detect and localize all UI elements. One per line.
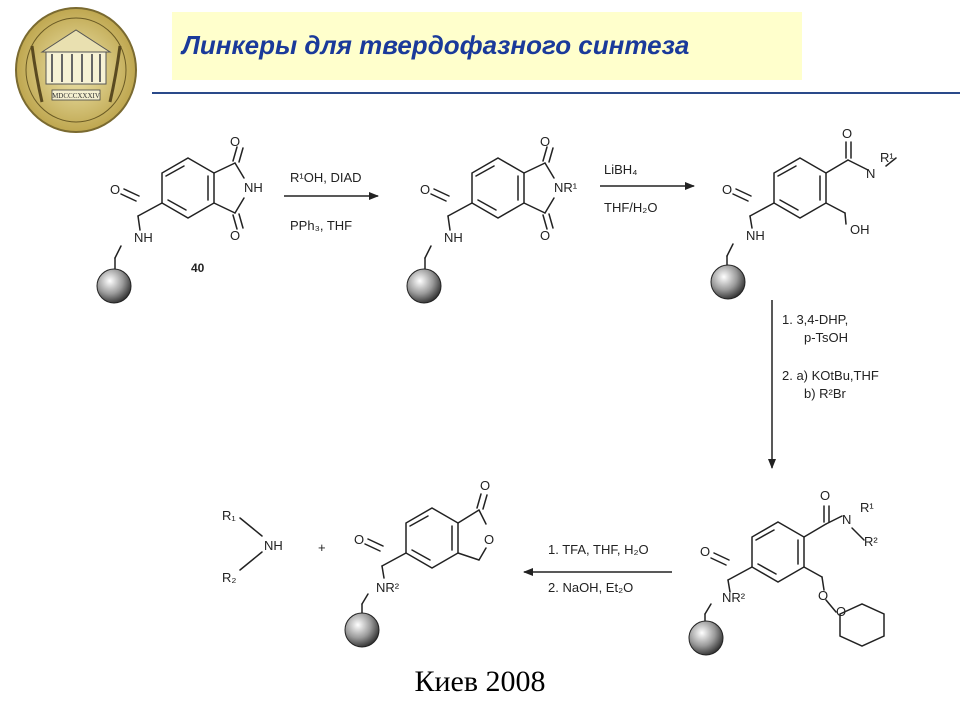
- footer-text: Киев 2008: [414, 665, 546, 698]
- atom-label: OH: [850, 222, 870, 237]
- resin-bead: [406, 268, 442, 304]
- molecule-n-alkyl-phthalimide: [424, 146, 555, 271]
- atom-label: O: [540, 228, 550, 243]
- atom-label: O: [722, 182, 732, 197]
- reagent-step3-line2: p-TsOH: [804, 330, 848, 345]
- atom-label: NR¹: [554, 180, 578, 195]
- atom-label: O: [420, 182, 430, 197]
- atom-label: O: [230, 134, 240, 149]
- seal-numeral: MDCCCXXXIV: [52, 92, 100, 100]
- atom-label: O: [480, 478, 490, 493]
- atom-label: O: [836, 604, 846, 619]
- atom-label: R₂: [222, 570, 236, 585]
- reagent-step3-line3: 2. a) KOtBu,THF: [782, 368, 879, 383]
- molecule-phthalide-resin: [361, 493, 488, 615]
- atom-label: NH: [264, 538, 283, 553]
- reagent-step4-top: 1. TFA, THF, H₂O: [548, 542, 649, 557]
- reagent-step4-bottom: 2. NaOH, Et₂O: [548, 580, 633, 595]
- atom-label: O: [820, 488, 830, 503]
- reagent-step3-line4: b) R²Br: [804, 386, 847, 401]
- reagent-step1-bottom: PPh₃, THF: [290, 218, 352, 233]
- molecule-hydroxymethyl-amide: [726, 141, 897, 267]
- reagent-step2-top: LiBH₄: [604, 162, 637, 177]
- atom-label: O: [540, 134, 550, 149]
- atom-label: O: [354, 532, 364, 547]
- atom-label: NR²: [722, 590, 746, 605]
- atom-label: NR²: [376, 580, 400, 595]
- plus-sign: +: [318, 540, 326, 555]
- atom-label: R₁: [222, 508, 236, 523]
- atom-label: NH: [746, 228, 765, 243]
- atom-label: R¹: [860, 500, 874, 515]
- resin-bead: [96, 268, 132, 304]
- reagent-step2-bottom: THF/H₂O: [604, 200, 657, 215]
- atom-label: O: [110, 182, 120, 197]
- atom-label: N: [842, 512, 851, 527]
- molecule-phthalimide-resin: [114, 146, 245, 271]
- resin-bead: [710, 264, 746, 300]
- atom-label: O: [842, 126, 852, 141]
- atom-label: N: [866, 166, 875, 181]
- atom-label: NH: [134, 230, 153, 245]
- atom-label: O: [484, 532, 494, 547]
- university-seal-icon: MDCCCXXXIV: [15, 7, 137, 133]
- reagent-step3-line1: 1. 3,4-DHP,: [782, 312, 848, 327]
- atom-label: NH: [444, 230, 463, 245]
- atom-label: R²: [864, 534, 878, 549]
- slide-title: Линкеры для твердофазного синтеза: [182, 30, 690, 60]
- atom-label: O: [700, 544, 710, 559]
- compound-number: 40: [191, 261, 205, 275]
- reagent-step1-top: R¹OH, DIAD: [290, 170, 362, 185]
- molecule-thp-ether: [704, 505, 885, 647]
- atom-label: O: [818, 588, 828, 603]
- resin-bead: [688, 620, 724, 656]
- atom-label: R¹: [880, 150, 894, 165]
- atom-label: NH: [244, 180, 263, 195]
- molecule-amine: [239, 517, 263, 571]
- title-divider: [152, 92, 960, 94]
- title-box: Линкеры для твердофазного синтеза: [172, 12, 802, 80]
- atom-label: O: [230, 228, 240, 243]
- resin-bead: [344, 612, 380, 648]
